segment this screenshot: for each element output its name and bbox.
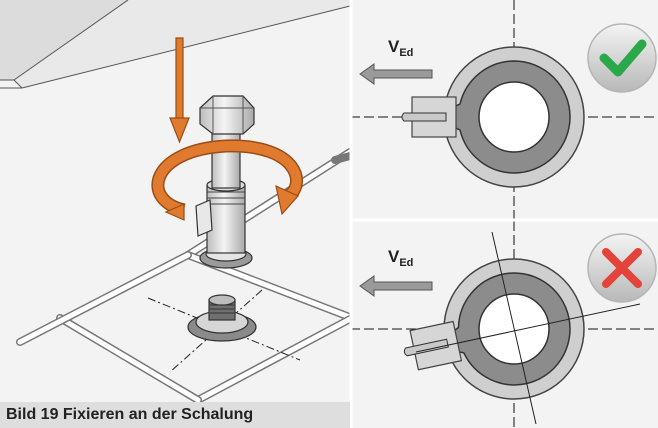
insert-arrow [169, 37, 190, 144]
right-panel-incorrect: VEd [350, 221, 658, 428]
left-panel [0, 0, 356, 428]
right-panel-correct: VEd [350, 0, 658, 219]
embedded-anchor [187, 294, 257, 342]
rotation-arrow [151, 139, 303, 221]
bolt-assembly [195, 95, 255, 269]
force-label: VEd [388, 37, 413, 59]
cross-mark-icon [587, 233, 657, 303]
force-label: VEd [388, 247, 413, 269]
figure-caption: Bild 19 Fixieren an der Schalung [0, 402, 350, 428]
check-mark-icon [587, 23, 657, 93]
panel-dividers [349, 0, 658, 428]
